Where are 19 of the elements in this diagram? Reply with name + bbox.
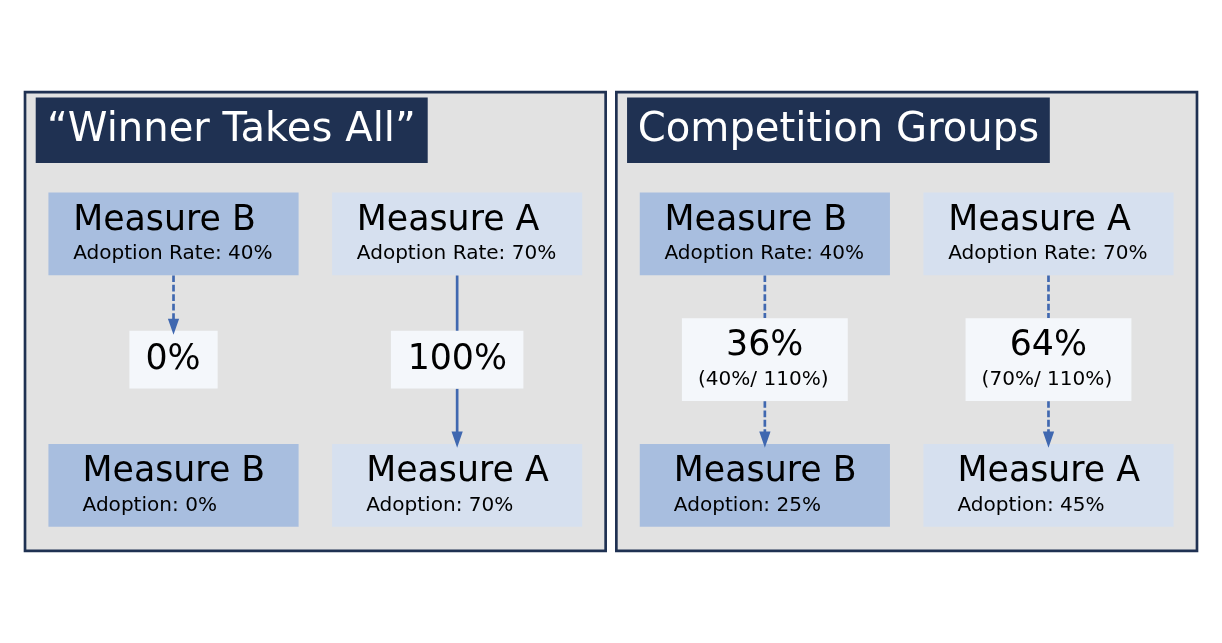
connector — [763, 275, 767, 318]
node-box: 0% — [129, 330, 218, 389]
node-box: Measure B Adoption: 0% — [48, 443, 299, 527]
node-box: Measure B Adoption Rate: 40% — [48, 192, 299, 276]
connector — [455, 275, 459, 331]
arrow — [167, 275, 180, 335]
node-box: 36% (40%/ 110%) — [681, 318, 848, 402]
arrow — [759, 401, 771, 448]
node-box: Measure A Adoption Rate: 70% — [332, 192, 583, 276]
node-box: Measure B Adoption: 25% — [639, 443, 890, 527]
node-box: Measure A Adoption Rate: 70% — [923, 192, 1174, 276]
node-box: 100% — [390, 330, 524, 389]
node-box: Measure A Adoption: 45% — [923, 443, 1174, 527]
arrow — [1042, 401, 1055, 448]
connector — [1047, 275, 1050, 318]
node-box: Measure B Adoption Rate: 40% — [639, 192, 890, 276]
arrow — [451, 388, 463, 448]
node-box: Measure A Adoption: 70% — [332, 443, 583, 527]
node-box: 64% (70%/ 110%) — [965, 318, 1132, 402]
